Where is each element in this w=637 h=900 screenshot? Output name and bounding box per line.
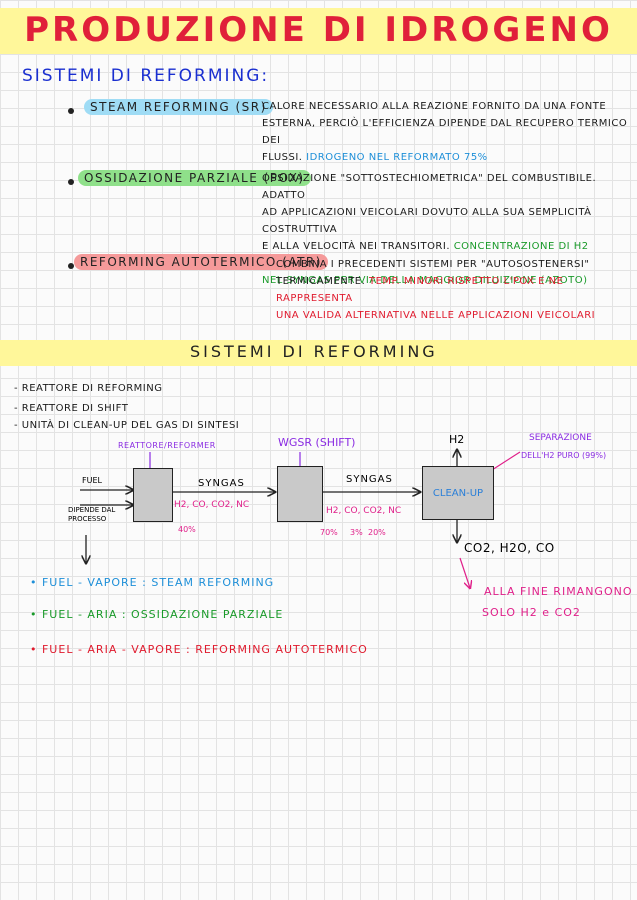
- section2-highlight: [0, 340, 637, 366]
- bullet: [68, 179, 74, 185]
- bullet: [68, 263, 74, 269]
- sr-label: STEAM REFORMING (SR): [84, 99, 273, 115]
- pct-co-2: 3%: [350, 528, 363, 537]
- combo-steam: • FUEL - VAPORE : STEAM REFORMING: [30, 576, 275, 589]
- atr-description: COMBINA I PRECEDENTI SISTEMI PER "AUTOSO…: [276, 259, 596, 321]
- pox-label: OSSIDAZIONE PARZIALE (POX): [78, 170, 311, 186]
- combo-atr: • FUEL - ARIA - VAPORE : REFORMING AUTOT…: [30, 643, 368, 656]
- process-diagram-lines: [80, 430, 521, 620]
- reactor-label: REATTORE/REFORMER: [118, 441, 216, 450]
- page-title: PRODUZIONE DI IDROGENO: [24, 10, 613, 50]
- wgsr-label: WGSR (SHIFT): [278, 436, 356, 449]
- list-item: - REATTORE DI SHIFT: [14, 403, 129, 414]
- list-item: - REATTORE DI REFORMING: [14, 383, 163, 394]
- h2-output-label: H2: [449, 433, 465, 446]
- syngas2-products: H2, CO, CO2, NC: [326, 506, 402, 516]
- final-note-1: ALLA FINE RIMANGONO: [484, 585, 633, 598]
- final-note-2: SOLO H2 e CO2: [482, 606, 581, 619]
- syngas2-label: SYNGAS: [346, 474, 393, 485]
- fuel-label: FUEL: [82, 476, 102, 485]
- cleanup-box: CLEAN-UP: [422, 466, 494, 520]
- section1-heading: SISTEMI DI REFORMING:: [22, 66, 270, 86]
- list-item: - UNITÀ DI CLEAN-UP DEL GAS DI SINTESI: [14, 420, 240, 431]
- cleanup-label: CLEAN-UP: [432, 487, 484, 499]
- title-highlight: [0, 8, 637, 54]
- pct-h2-2: 70%: [320, 528, 338, 537]
- pct-h2-1: 40%: [178, 525, 196, 534]
- wgsr-box: [277, 466, 323, 522]
- cleanup-outputs: CO2, H2O, CO: [464, 541, 555, 555]
- separation-label-2: DELL'H2 PURO (99%): [521, 451, 607, 460]
- bullet: [68, 108, 74, 114]
- separation-label-1: SEPARAZIONE: [529, 433, 592, 443]
- sr-description: CALORE NECESSARIO ALLA REAZIONE FORNITO …: [262, 101, 628, 163]
- syngas1-products: H2, CO, CO2, NC: [174, 500, 250, 510]
- combo-pox: • FUEL - ARIA : OSSIDAZIONE PARZIALE: [30, 608, 284, 621]
- process-input-label: DIPENDE DAL PROCESSO: [68, 506, 116, 523]
- pct-co2-2: 20%: [368, 528, 386, 537]
- section2-heading: SISTEMI DI REFORMING: [190, 342, 438, 361]
- reformer-box: [133, 468, 173, 522]
- atr-label: REFORMING AUTOTERMICO (ATR): [74, 254, 328, 270]
- syngas1-label: SYNGAS: [198, 478, 245, 489]
